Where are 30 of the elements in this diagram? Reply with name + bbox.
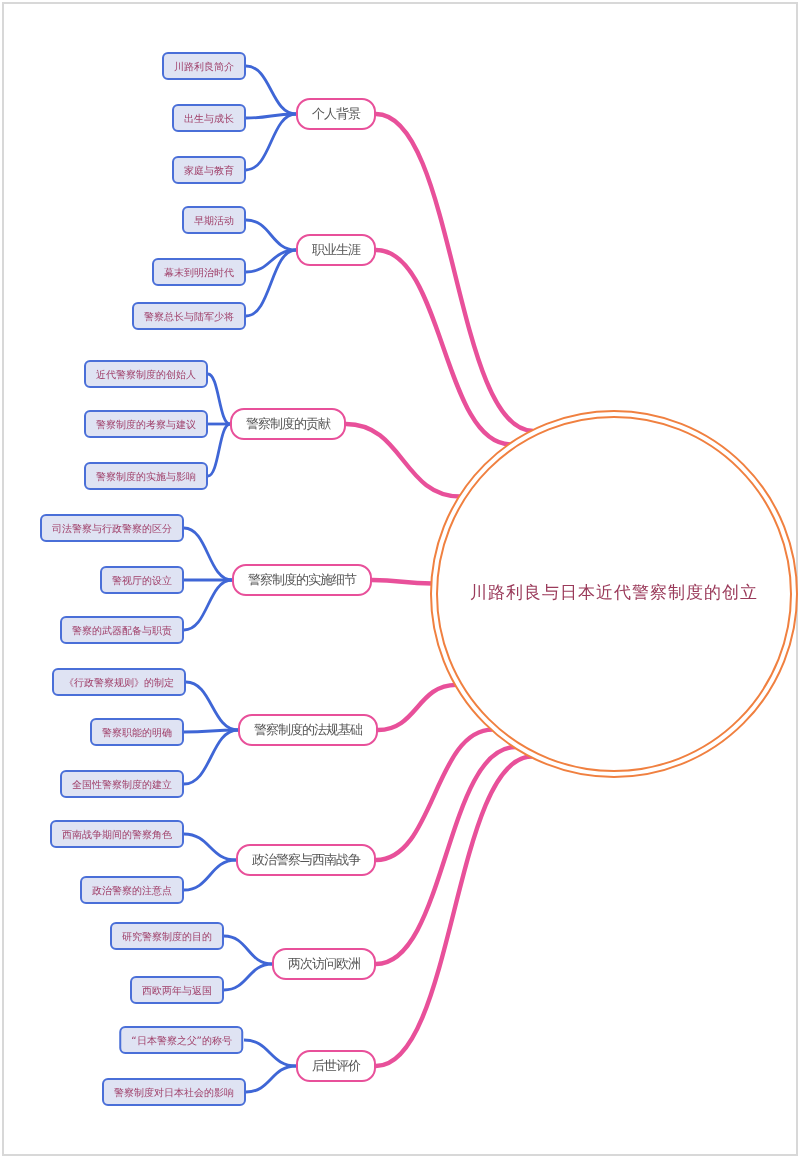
connector-line — [245, 1064, 297, 1094]
connector-line — [183, 526, 233, 582]
central-topic-circle: 川路利良与日本近代警察制度的创立 — [430, 410, 798, 778]
branch-line — [371, 577, 433, 586]
connector-line — [183, 578, 233, 632]
connector-line — [183, 832, 237, 862]
connector-line — [245, 112, 297, 172]
connector-line — [243, 1038, 297, 1068]
connector-line — [223, 934, 273, 966]
branch-line — [377, 682, 457, 733]
connector-line — [185, 680, 239, 732]
connector-line — [245, 218, 297, 252]
branch-line — [345, 421, 461, 499]
connector-line — [245, 248, 297, 274]
connector-line — [184, 728, 238, 734]
branch-line — [375, 754, 533, 1069]
branch-line — [375, 727, 494, 863]
connector-line — [246, 112, 296, 120]
connector-line — [184, 578, 232, 582]
connector-line — [183, 858, 237, 892]
connector-line — [207, 422, 231, 478]
branch-line — [375, 744, 517, 967]
connector-line — [245, 248, 297, 318]
branch-line — [375, 111, 534, 433]
branch-line — [375, 247, 511, 447]
connector-line — [208, 422, 230, 426]
connector-line — [245, 64, 297, 116]
connector-line — [183, 728, 239, 786]
connector-line — [207, 372, 231, 426]
connector-line — [223, 962, 273, 992]
